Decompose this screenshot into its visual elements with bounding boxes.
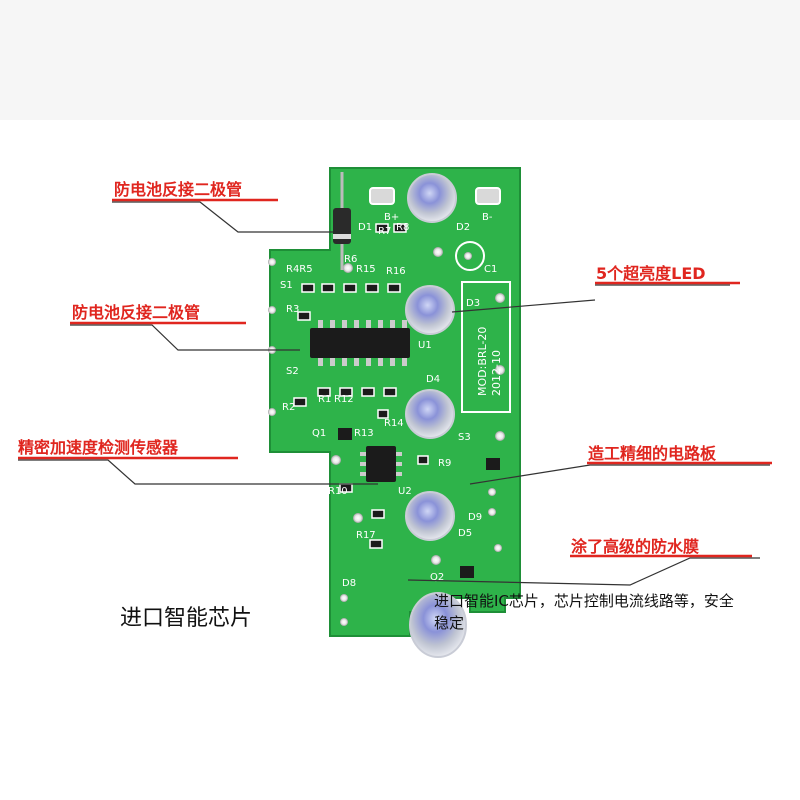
label-q1: Q1 (312, 428, 326, 439)
led-top (407, 173, 457, 223)
pad-b-minus (475, 187, 501, 205)
label-r1: R1 (318, 394, 331, 405)
label-r14: R14 (384, 418, 404, 429)
callout-underlines (18, 198, 772, 558)
label-r2: R2 (282, 402, 295, 413)
pcb-board (269, 167, 521, 637)
through-holes (268, 247, 505, 626)
label-r6: R6 (344, 254, 357, 265)
led-bottom (409, 592, 467, 658)
led-d9 (405, 491, 455, 541)
label-u1: U1 (418, 340, 432, 351)
label-u2: U2 (398, 486, 412, 497)
label-d5: D5 (458, 528, 472, 539)
label-r8: R8 (396, 222, 409, 233)
label-b-minus: B- (482, 212, 493, 223)
label-b-plus: B+ (384, 212, 399, 223)
callout-led: 5个超亮度LED (596, 264, 706, 283)
ic-u1 (310, 320, 410, 366)
label-r13: R13 (354, 428, 374, 439)
transistor-q1 (338, 428, 352, 440)
silkscreen-box (461, 281, 511, 413)
chip-description: 进口智能IC芯片，芯片控制电流线路等，安全稳定 (434, 592, 734, 632)
transistor-q2 (460, 566, 474, 578)
label-s3: S3 (458, 432, 471, 443)
label-d2: D2 (456, 222, 470, 233)
pad-b-plus (369, 187, 395, 205)
callout-diode-top: 防电池反接二极管 (114, 180, 243, 199)
callout-diode-mid: 防电池反接二极管 (72, 303, 201, 322)
label-r15: R15 (356, 264, 376, 275)
label-r3: R3 (286, 304, 299, 315)
label-r10: R10 (328, 486, 348, 497)
capacitor-c1 (455, 241, 485, 271)
callout-coating: 涂了高级的防水膜 (571, 537, 700, 556)
label-d4: D4 (426, 374, 440, 385)
label-r17: R17 (356, 530, 376, 541)
label-date: 2012-10 (490, 350, 503, 396)
chip-caption: 进口智能芯片 (120, 606, 253, 631)
label-r7: R7 (378, 226, 391, 237)
diode-d1 (333, 172, 351, 270)
smd-components (293, 223, 429, 549)
label-c1: C1 (484, 264, 497, 275)
label-d8: D8 (342, 578, 356, 589)
label-s1: S1 (280, 280, 293, 291)
led-d4 (405, 389, 455, 439)
callout-accel-sensor: 精密加速度检测传感器 (18, 438, 179, 457)
label-r12: R12 (334, 394, 354, 405)
leader-lines (18, 201, 770, 586)
label-mod: MOD:BRL-20 (476, 327, 489, 396)
transistor-s3 (486, 458, 500, 470)
label-s2: S2 (286, 366, 299, 377)
label-r4r5: R4R5 (286, 264, 313, 275)
background-band (0, 0, 800, 120)
callout-board: 造工精细的电路板 (588, 444, 717, 463)
label-d9: D9 (468, 512, 482, 523)
label-d1: D1 (358, 222, 372, 233)
label-q2: Q2 (430, 572, 444, 583)
ic-u2 (360, 446, 402, 482)
label-r9: R9 (438, 458, 451, 469)
led-d3 (405, 285, 455, 335)
label-d3: D3 (466, 298, 480, 309)
label-r16: R16 (386, 266, 406, 277)
